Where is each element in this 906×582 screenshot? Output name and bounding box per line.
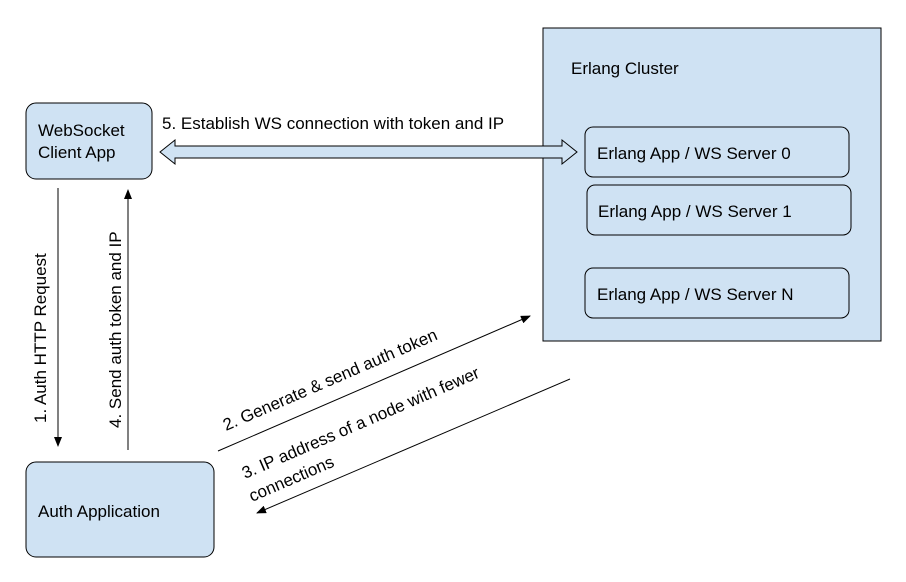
edge-step3-label-line1: 3. IP address of a node with fewer: [239, 363, 482, 483]
ws-server-1-label: Erlang App / WS Server 1: [598, 202, 792, 221]
client-label-line1: WebSocket: [38, 121, 125, 140]
edge-step1: 1. Auth HTTP Request: [31, 188, 62, 447]
edge-step2: 2. Generate & send auth token: [217, 315, 531, 452]
auth-application: Auth Application: [25, 461, 215, 558]
erlang-cluster-label: Erlang Cluster: [571, 59, 679, 78]
edge-step4-label: 4. Send auth token and IP: [106, 231, 125, 428]
ws-server-0-label: Erlang App / WS Server 0: [597, 144, 791, 163]
auth-label: Auth Application: [38, 502, 160, 521]
websocket-client-app: WebSocket Client App: [25, 102, 153, 180]
edge-step3-arrow: [256, 378, 571, 514]
edge-step5-label: 5. Establish WS connection with token an…: [162, 114, 504, 133]
ws-server-1: Erlang App / WS Server 1: [586, 184, 852, 236]
ws-server-n: Erlang App / WS Server N: [584, 267, 850, 319]
edge-step2-arrow: [217, 315, 531, 452]
ws-double-arrow: [159, 138, 578, 166]
edge-step2-label: 2. Generate & send auth token: [220, 325, 440, 434]
client-label-line2: Client App: [38, 143, 116, 162]
edge-step1-label: 1. Auth HTTP Request: [31, 253, 50, 423]
ws-server-0: Erlang App / WS Server 0: [584, 126, 850, 178]
edge-step3: 3. IP address of a node with fewer conne…: [239, 363, 571, 514]
ws-server-n-label: Erlang App / WS Server N: [597, 285, 794, 304]
edge-step4: 4. Send auth token and IP: [106, 189, 132, 450]
edge-step5: 5. Establish WS connection with token an…: [159, 114, 578, 166]
